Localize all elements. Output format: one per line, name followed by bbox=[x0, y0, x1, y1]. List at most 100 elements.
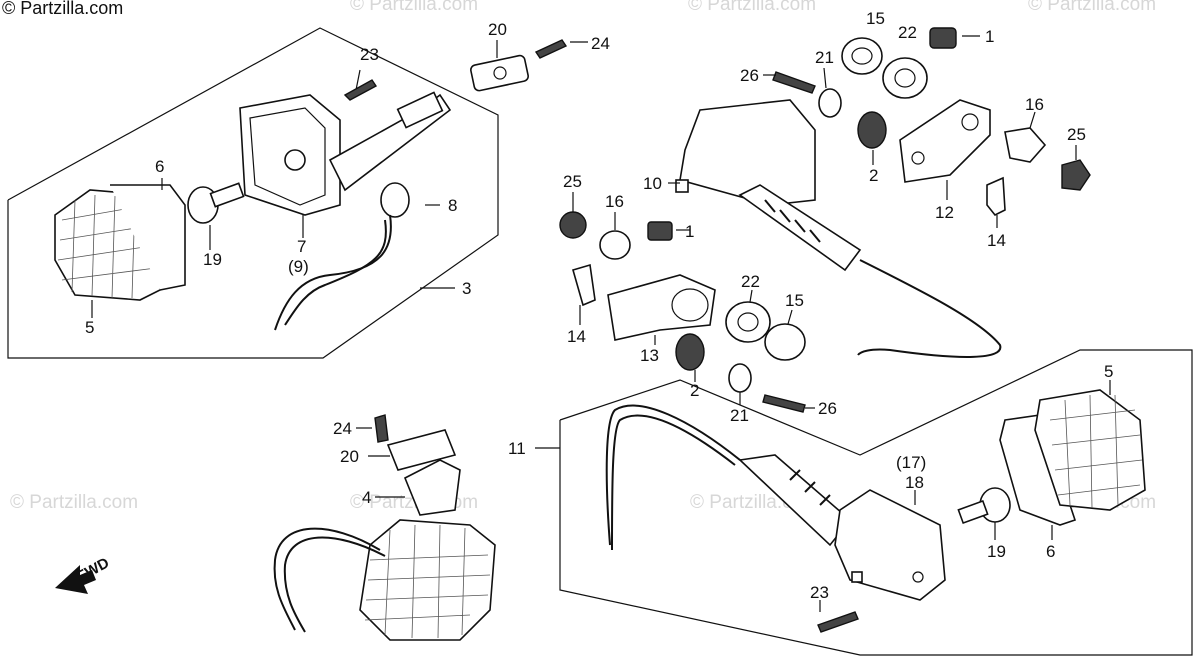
screw-24-bottom bbox=[374, 414, 389, 443]
collar-16-mid bbox=[599, 230, 631, 260]
callout-21: 21 bbox=[815, 48, 834, 67]
callout-13: 13 bbox=[640, 346, 659, 365]
collar-21-top bbox=[818, 88, 842, 118]
callout-8: 8 bbox=[448, 196, 457, 215]
signal-18-rib bbox=[789, 469, 831, 506]
plate-20 bbox=[470, 54, 529, 92]
callout-3: 3 bbox=[462, 279, 471, 298]
plate-14-mid bbox=[572, 263, 596, 307]
callout-22: 22 bbox=[898, 23, 917, 42]
lens-right-grid bbox=[1049, 394, 1143, 509]
callout-17: (17) bbox=[896, 453, 926, 472]
signal-18-hole bbox=[912, 571, 924, 583]
callout-2: 2 bbox=[869, 166, 878, 185]
gasket-left bbox=[110, 184, 186, 291]
bush-22-mid bbox=[725, 301, 771, 343]
assembly-outline bbox=[559, 349, 1193, 656]
signal-10-rib bbox=[764, 199, 821, 243]
callout-16: 16 bbox=[605, 192, 624, 211]
middle-mount-parts bbox=[559, 192, 815, 413]
callout-25: 25 bbox=[1067, 125, 1086, 144]
callout-5: 5 bbox=[1104, 362, 1113, 381]
wire-right-b bbox=[611, 414, 736, 551]
ring-15-mid bbox=[764, 323, 806, 361]
callout-20: 20 bbox=[340, 447, 359, 466]
lens-bottom bbox=[359, 519, 496, 641]
watermark-text: © Partzilla.com bbox=[688, 0, 816, 15]
plate-20-hole bbox=[493, 66, 507, 80]
stalk-tube-left bbox=[396, 91, 444, 129]
ring-15-top bbox=[841, 37, 883, 75]
bush-2-top bbox=[857, 111, 887, 149]
assembly-outline bbox=[7, 27, 499, 359]
signal-10 bbox=[668, 99, 1002, 358]
right-turn-signal-assembly bbox=[535, 349, 1193, 656]
bush-2-mid bbox=[675, 333, 705, 371]
callout-19: 19 bbox=[203, 250, 222, 269]
callout-5: 5 bbox=[85, 318, 94, 337]
callout-1: 1 bbox=[985, 27, 994, 46]
screw-23-top bbox=[343, 79, 378, 101]
callout-6: 6 bbox=[155, 157, 164, 176]
nut-25-top bbox=[1061, 159, 1091, 191]
watermark-text: © Partzilla.com bbox=[350, 0, 478, 15]
callout-labels: 23 20 24 6 8 19 7 (9) 3 5 15 22 1 26 21 … bbox=[85, 9, 1113, 602]
wire-signal-10 bbox=[857, 259, 1002, 358]
callout-7: 7 bbox=[297, 237, 306, 256]
callout-26: 26 bbox=[818, 399, 837, 418]
callout-11: 11 bbox=[508, 439, 526, 458]
bolt-26-mid bbox=[762, 394, 806, 413]
ring-15-top-inner bbox=[851, 47, 873, 65]
callout-16: 16 bbox=[1025, 95, 1044, 114]
callout-23: 23 bbox=[360, 45, 379, 64]
mount-4 bbox=[403, 459, 461, 516]
plate-20-bottom bbox=[386, 429, 457, 471]
bracket-12 bbox=[899, 99, 991, 183]
wire-left-a bbox=[274, 214, 392, 331]
bush-22-top-inner bbox=[894, 68, 916, 88]
callout-1: 1 bbox=[685, 222, 694, 241]
callout-24: 24 bbox=[333, 419, 352, 438]
bracket-13 bbox=[607, 274, 716, 341]
wire-bottom-b bbox=[283, 536, 386, 633]
connector-8 bbox=[380, 182, 410, 218]
callout-15: 15 bbox=[785, 291, 804, 310]
leader bbox=[787, 309, 793, 325]
callout-15: 15 bbox=[866, 9, 885, 28]
callout-25: 25 bbox=[563, 172, 582, 191]
screw-24-top bbox=[534, 39, 568, 59]
callout-20: 20 bbox=[488, 20, 507, 39]
watermark-text: © Partzilla.com bbox=[10, 492, 138, 513]
bolt-26-top bbox=[772, 71, 816, 94]
callout-10: 10 bbox=[643, 174, 662, 193]
signal-18-housing bbox=[834, 489, 946, 601]
bush-22-mid-inner bbox=[737, 312, 759, 332]
bracket-12-hole bbox=[961, 113, 979, 131]
lens-bottom-grid bbox=[364, 524, 491, 639]
bracket-12-hole bbox=[911, 151, 925, 165]
bulb-base-left bbox=[209, 182, 245, 208]
collar-16-top bbox=[1004, 127, 1047, 163]
collar-21-mid bbox=[728, 363, 752, 393]
leader bbox=[749, 289, 753, 303]
callout-22: 22 bbox=[741, 272, 760, 291]
left-turn-signal-assembly bbox=[7, 27, 499, 359]
center-mount-parts bbox=[763, 27, 1091, 228]
fwd-arrow-icon bbox=[55, 565, 96, 594]
fwd-arrow: FWD bbox=[55, 554, 112, 594]
wire-left-b bbox=[284, 219, 387, 326]
screw-23-bottom bbox=[817, 611, 859, 633]
leader bbox=[823, 67, 827, 89]
leader bbox=[1029, 111, 1036, 129]
callout-2: 2 bbox=[690, 381, 699, 400]
signal-10-housing bbox=[679, 99, 816, 206]
bottom-left-parts: FWD bbox=[55, 414, 496, 641]
callout-26: 26 bbox=[740, 66, 759, 85]
callout-23: 23 bbox=[810, 583, 829, 602]
wire-right-a bbox=[605, 404, 741, 546]
callout-4: 4 bbox=[362, 488, 371, 507]
callout-12: 12 bbox=[935, 203, 954, 222]
bulb-base-right bbox=[957, 499, 989, 525]
callout-6: 6 bbox=[1046, 542, 1055, 561]
